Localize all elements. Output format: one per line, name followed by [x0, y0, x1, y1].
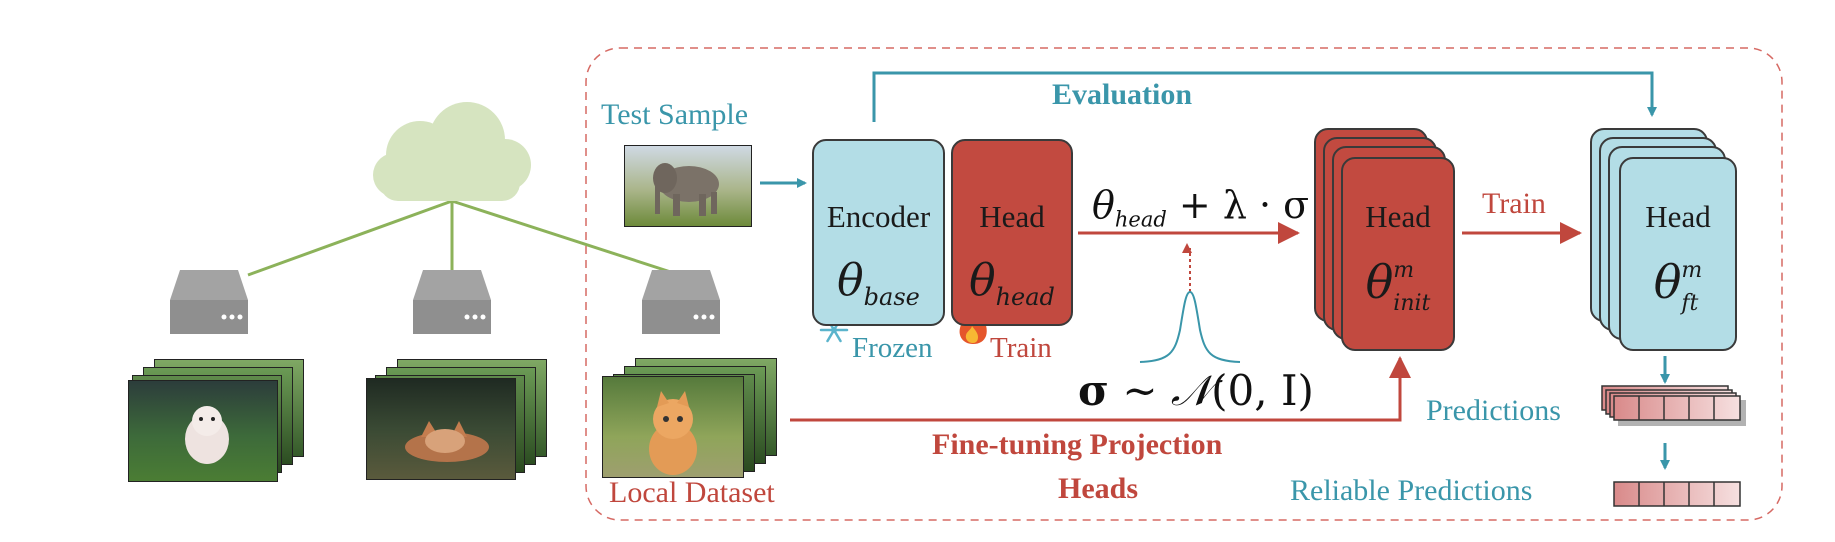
fine-tuning-label-line1: Fine-tuning Projection: [932, 428, 1223, 461]
encoder-title: Encoder: [826, 199, 931, 234]
federated-server-group: [247, 102, 681, 277]
local-dataset-label: Local Dataset: [609, 476, 775, 509]
predictions-stack: [1601, 385, 1746, 426]
fine-tuning-label-line2: Heads: [1058, 472, 1139, 505]
evaluation-arrow: [872, 71, 1657, 122]
reliable-predictions-bar: [1613, 481, 1741, 507]
server-icon: [642, 270, 720, 334]
server-icon: [170, 270, 248, 334]
ft-head-title: Head: [1645, 199, 1711, 234]
fox-image: [366, 378, 516, 480]
test-sample-label: Test Sample: [601, 98, 749, 131]
encoder-param: θbase: [837, 255, 920, 311]
server-icon: [413, 270, 491, 334]
train-small-label: Train: [990, 332, 1052, 364]
train-arrow-label: Train: [1482, 187, 1546, 220]
predictions-label: Predictions: [1426, 394, 1561, 427]
noise-formula: σ ~ 𝒩(0, I): [1078, 366, 1314, 415]
kitten-image: [602, 376, 744, 478]
head-title: Head: [979, 199, 1045, 234]
fine-tuning-arrow: [790, 356, 1411, 422]
encoder-box: Encoder θbase: [812, 139, 945, 326]
perturbation-formula: θhead + λ · σ: [1092, 183, 1310, 232]
head-param: θhead: [969, 255, 1055, 311]
gaussian-curve-icon: [1139, 290, 1241, 363]
head-box: Head θhead: [951, 139, 1073, 326]
reliable-predictions-label: Reliable Predictions: [1290, 474, 1533, 507]
evaluation-label: Evaluation: [1052, 78, 1193, 111]
method-frame: [585, 47, 1783, 521]
init-head-title: Head: [1365, 199, 1431, 234]
frozen-label: Frozen: [852, 332, 933, 364]
dog-image: [128, 380, 278, 482]
cloud-icon: [373, 102, 531, 201]
elephant-image: [624, 145, 752, 227]
